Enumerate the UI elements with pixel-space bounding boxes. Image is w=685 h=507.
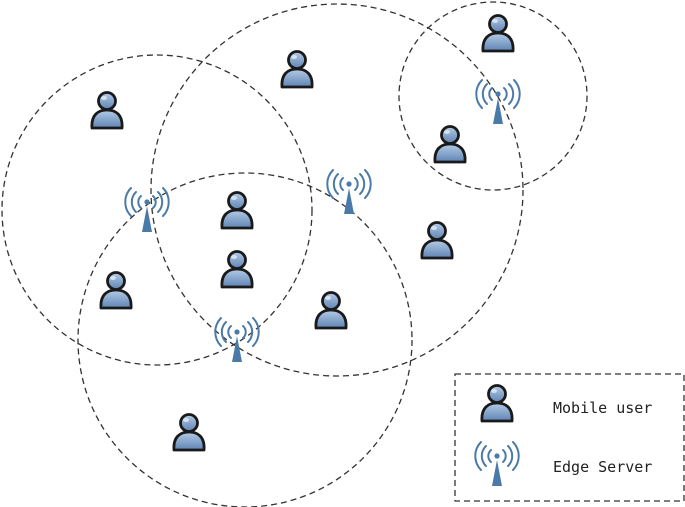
user-icon — [481, 14, 515, 53]
legend-label-edge-server: Edge Server — [553, 458, 652, 476]
edge-server-icon — [326, 169, 372, 215]
user-icon — [172, 413, 206, 452]
user-icon — [433, 125, 467, 164]
user-icon — [220, 250, 254, 289]
coverage-circle-left — [1, 54, 313, 366]
legend-label-mobile-user: Mobile user — [553, 399, 652, 417]
user-icon — [280, 50, 314, 89]
user-icon — [314, 291, 348, 330]
user-icon — [220, 191, 254, 230]
coverage-circle-bottom — [77, 172, 413, 507]
user-icon — [99, 271, 133, 310]
coverage-circle-center — [150, 3, 524, 377]
user-icon — [90, 91, 124, 130]
coverage-circle-topright — [398, 1, 588, 191]
legend: Mobile user Edge Server — [454, 373, 685, 502]
user-icon — [420, 221, 454, 260]
edge-server-icon — [475, 79, 521, 125]
